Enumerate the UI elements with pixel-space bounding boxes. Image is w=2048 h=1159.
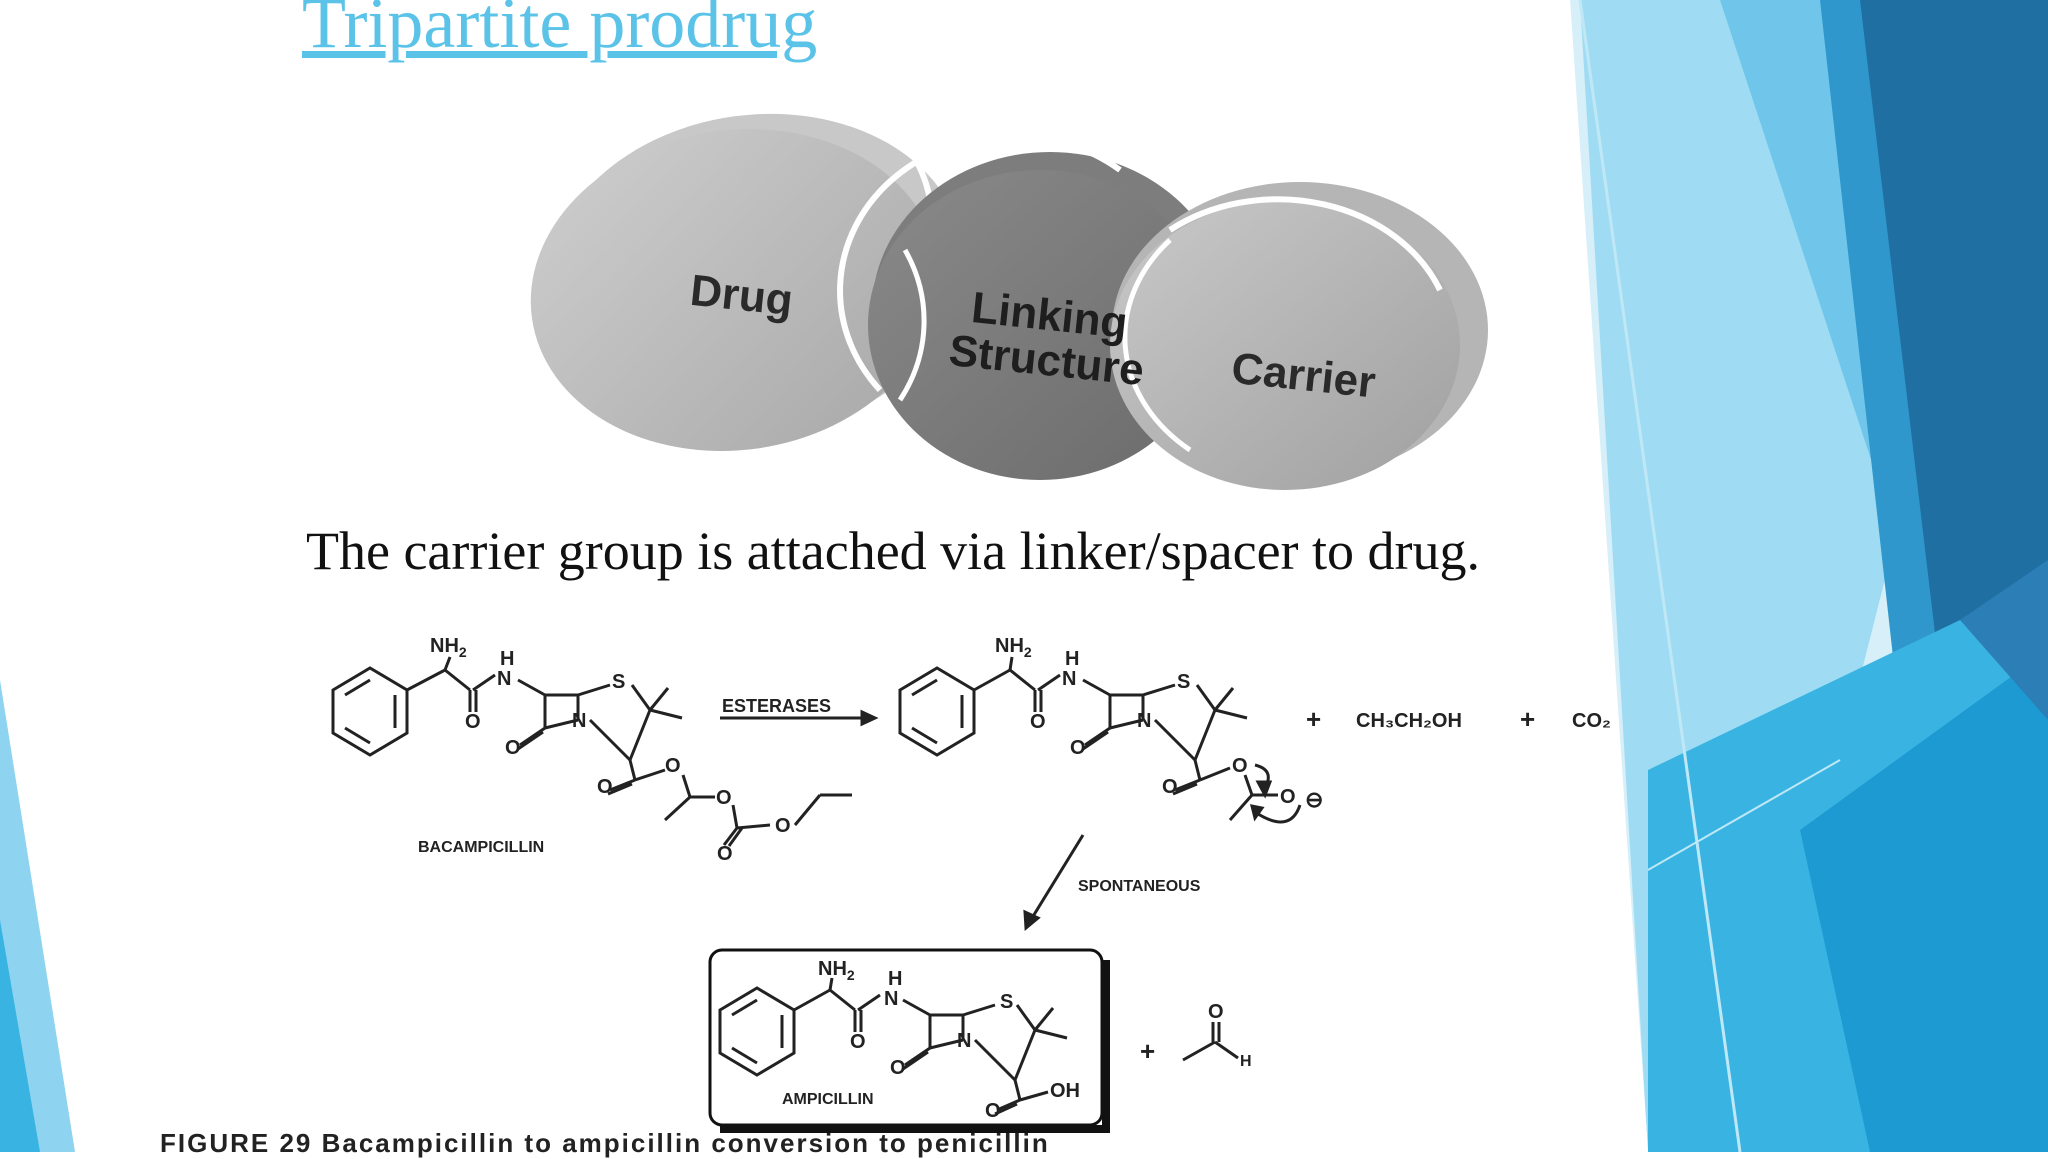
label-oh: OH [1050, 1080, 1080, 1102]
venn-circle-drug [530, 68, 965, 451]
label-n-2: N [1062, 668, 1076, 690]
label-o-7: O [775, 815, 791, 837]
label-o-14: O [890, 1057, 906, 1079]
label-h-ald: H [1240, 1053, 1252, 1070]
label-nh2-3: NH2 [818, 958, 855, 983]
label-o-3: O [597, 776, 613, 798]
label-plus-3: + [1140, 1036, 1155, 1066]
venn-circle-carrier [1110, 182, 1488, 490]
label-o-9: O [1070, 737, 1086, 759]
label-bacampicillin: BACAMPICILLIN [418, 839, 544, 856]
label-n-ring-3: N [957, 1030, 971, 1052]
label-plus-1: + [1306, 704, 1321, 734]
label-o-8: O [1030, 711, 1046, 733]
label-o-6: O [717, 843, 733, 865]
label-nh2-1: NH2 [430, 635, 467, 660]
slide-title: Tripartite prodrug [302, 0, 818, 63]
label-o-11: O [1232, 755, 1248, 777]
label-o-16: O [1208, 1001, 1224, 1023]
label-o-2: O [505, 737, 521, 759]
label-o-4: O [665, 755, 681, 777]
label-h-3: H [888, 968, 902, 990]
figure-caption: FIGURE 29 Bacampicillin to ampicillin co… [160, 1128, 1050, 1158]
label-o-12: O [1280, 786, 1296, 808]
label-h-1: H [500, 648, 514, 670]
label-ampicillin: AMPICILLIN [782, 1091, 874, 1108]
label-o-5: O [716, 787, 732, 809]
label-s-2: S [1177, 671, 1190, 693]
venn-label-drug: Drug [688, 266, 795, 325]
benzene-ring-3 [718, 986, 796, 1077]
label-spontaneous: SPONTANEOUS [1078, 878, 1201, 895]
slide-caption: The carrier group is attached via linker… [306, 521, 1480, 581]
label-nh2-2: NH2 [995, 635, 1032, 660]
label-ethanol: CH₃CH₂OH [1356, 710, 1462, 732]
label-o-15: O [985, 1100, 1001, 1122]
benzene-ring-1 [331, 666, 409, 757]
label-plus-2: + [1520, 704, 1535, 734]
label-s-1: S [612, 671, 625, 693]
label-n-1: N [497, 668, 511, 690]
label-n-ring-2: N [1137, 710, 1151, 732]
label-o-1: O [465, 711, 481, 733]
label-s-3: S [1000, 991, 1013, 1013]
label-o-10: O [1162, 776, 1178, 798]
label-o-13: O [850, 1031, 866, 1053]
label-h-2: H [1065, 648, 1079, 670]
benzene-ring-2 [898, 666, 976, 757]
label-co2: CO₂ [1572, 710, 1611, 732]
label-n-ring-1: N [572, 710, 586, 732]
label-esterases: ESTERASES [722, 696, 831, 716]
label-n-3: N [884, 988, 898, 1010]
label-negative-charge: ⊖ [1305, 787, 1323, 812]
